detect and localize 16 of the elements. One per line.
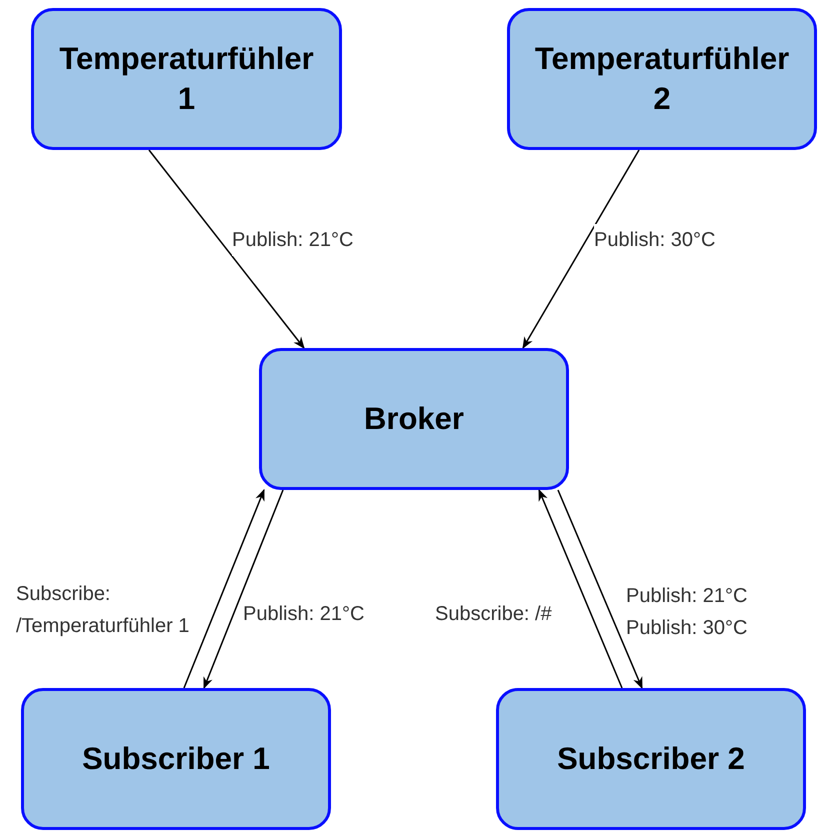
process-box [496,688,806,830]
process-box [31,8,342,150]
arrow [538,488,623,688]
arrow [522,150,640,350]
node-label: Subscriber 2 [557,740,745,778]
arrow [203,490,284,690]
node-label: Subscriber 1 [82,740,270,778]
arrow [148,150,305,349]
process-box [259,348,569,490]
node-label: Temperaturfühler 1 [58,40,315,118]
arrow [183,488,265,688]
process-box [507,8,817,150]
process-box [21,688,331,830]
node-label: Broker [364,400,464,438]
node-label: Temperaturfühler 2 [534,40,790,118]
arrow [557,490,643,690]
